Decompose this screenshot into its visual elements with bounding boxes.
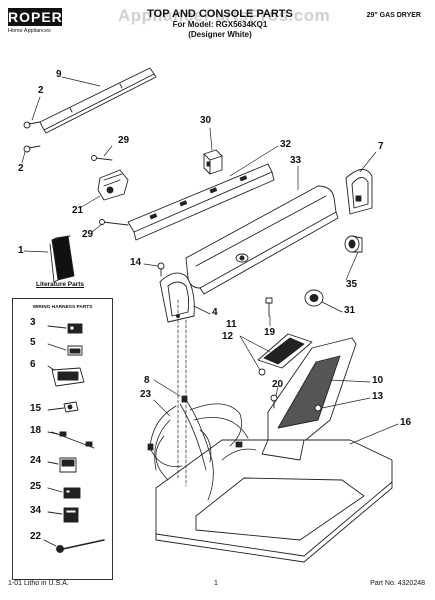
footer-litho: 1-01 Litho in U.S.A. (8, 580, 69, 587)
callout-13: 13 (372, 391, 384, 402)
callout-21: 21 (72, 205, 84, 216)
callout-18: 18 (30, 425, 42, 436)
product-label: 29" GAS DRYER (366, 12, 421, 19)
callout-7: 7 (378, 141, 384, 152)
callout-19: 19 (264, 327, 276, 338)
callout-11: 11 (226, 319, 237, 330)
filter-cover-part-11 (257, 333, 313, 369)
screw-part-2-upper (23, 121, 41, 129)
callout-1: 1 (18, 245, 24, 256)
roper-logo: ROPER Home Appliances (8, 8, 62, 44)
harness-part-6-icon (47, 365, 85, 387)
callout-8: 8 (144, 375, 150, 386)
model-line: For Model: RGX5634KQ1 (172, 20, 268, 29)
watermark: AppliancePartsPros.com (118, 6, 331, 25)
callout-6: 6 (30, 359, 36, 370)
timer-part-21 (97, 169, 129, 201)
page-title: TOP AND CONSOLE PARTS For Model: RGX5634… (110, 8, 330, 40)
end-cap-part-7 (345, 169, 373, 215)
callout-9: 9 (56, 69, 62, 80)
callout-20: 20 (272, 379, 284, 390)
harness-part-22-icon (43, 539, 105, 553)
harness-part-5-icon (47, 343, 83, 356)
knob-part-35 (344, 235, 363, 253)
harness-part-34-icon (47, 507, 79, 523)
wiring-harness-part-23 (147, 395, 257, 501)
callout-25: 25 (30, 481, 42, 492)
callout-22: 22 (30, 531, 42, 542)
screw-part-12 (258, 368, 266, 376)
callout-24: 24 (30, 455, 42, 466)
callout-10: 10 (372, 375, 384, 386)
callout-14: 14 (130, 257, 142, 268)
wiring-harness-panel: WIRING HARNESS PARTS (12, 298, 113, 580)
screw-part-2-lower (23, 145, 41, 153)
top-panel-part-16 (155, 439, 393, 563)
callout-30: 30 (200, 115, 212, 126)
harness-part-25-icon (47, 487, 81, 499)
brand-subtitle: Home Appliances (8, 28, 51, 34)
literature-parts-label: Literature Parts (36, 281, 85, 288)
screw-part-19 (265, 297, 273, 317)
harness-part-3-icon (47, 323, 83, 334)
console-panel-part-33 (185, 185, 339, 295)
footer-part-number: Part No. 4320248 (370, 580, 425, 587)
callout-29-upper: 29 (118, 135, 130, 146)
switch-part-30 (203, 149, 223, 175)
harness-part-24-icon (47, 457, 77, 473)
knob-part-31 (304, 289, 324, 307)
literature-part-1 (49, 235, 75, 283)
console-rail-part-32 (127, 163, 275, 241)
callout-34: 34 (30, 505, 42, 516)
callout-33: 33 (290, 155, 302, 166)
footer-page-number: 1 (214, 580, 218, 587)
callout-23: 23 (140, 389, 152, 400)
screw-part-14 (157, 262, 165, 277)
callout-32: 32 (280, 139, 292, 150)
screw-part-13 (314, 404, 322, 412)
harness-part-15-icon (47, 401, 79, 413)
part-20 (270, 394, 278, 409)
callout-31: 31 (344, 305, 356, 316)
callout-5: 5 (30, 337, 36, 348)
callout-2-upper: 2 (38, 85, 44, 96)
callout-16: 16 (400, 417, 412, 428)
callout-3: 3 (30, 317, 36, 328)
leader-lines (21, 76, 399, 487)
callout-2-lower: 2 (18, 163, 24, 174)
callout-15: 15 (30, 403, 42, 414)
variant-line: (Designer White) (188, 30, 252, 39)
harness-part-18-icon (47, 431, 95, 449)
diagram-title: TOP AND CONSOLE PARTS (147, 8, 293, 20)
brand-name: ROPER (8, 8, 63, 26)
callout-12: 12 (222, 331, 234, 342)
callout-4: 4 (212, 307, 218, 318)
end-cap-part-4 (159, 272, 195, 323)
callout-29-lower: 29 (82, 229, 94, 240)
callout-35: 35 (346, 279, 358, 290)
wiring-harness-title: WIRING HARNESS PARTS (32, 305, 93, 310)
